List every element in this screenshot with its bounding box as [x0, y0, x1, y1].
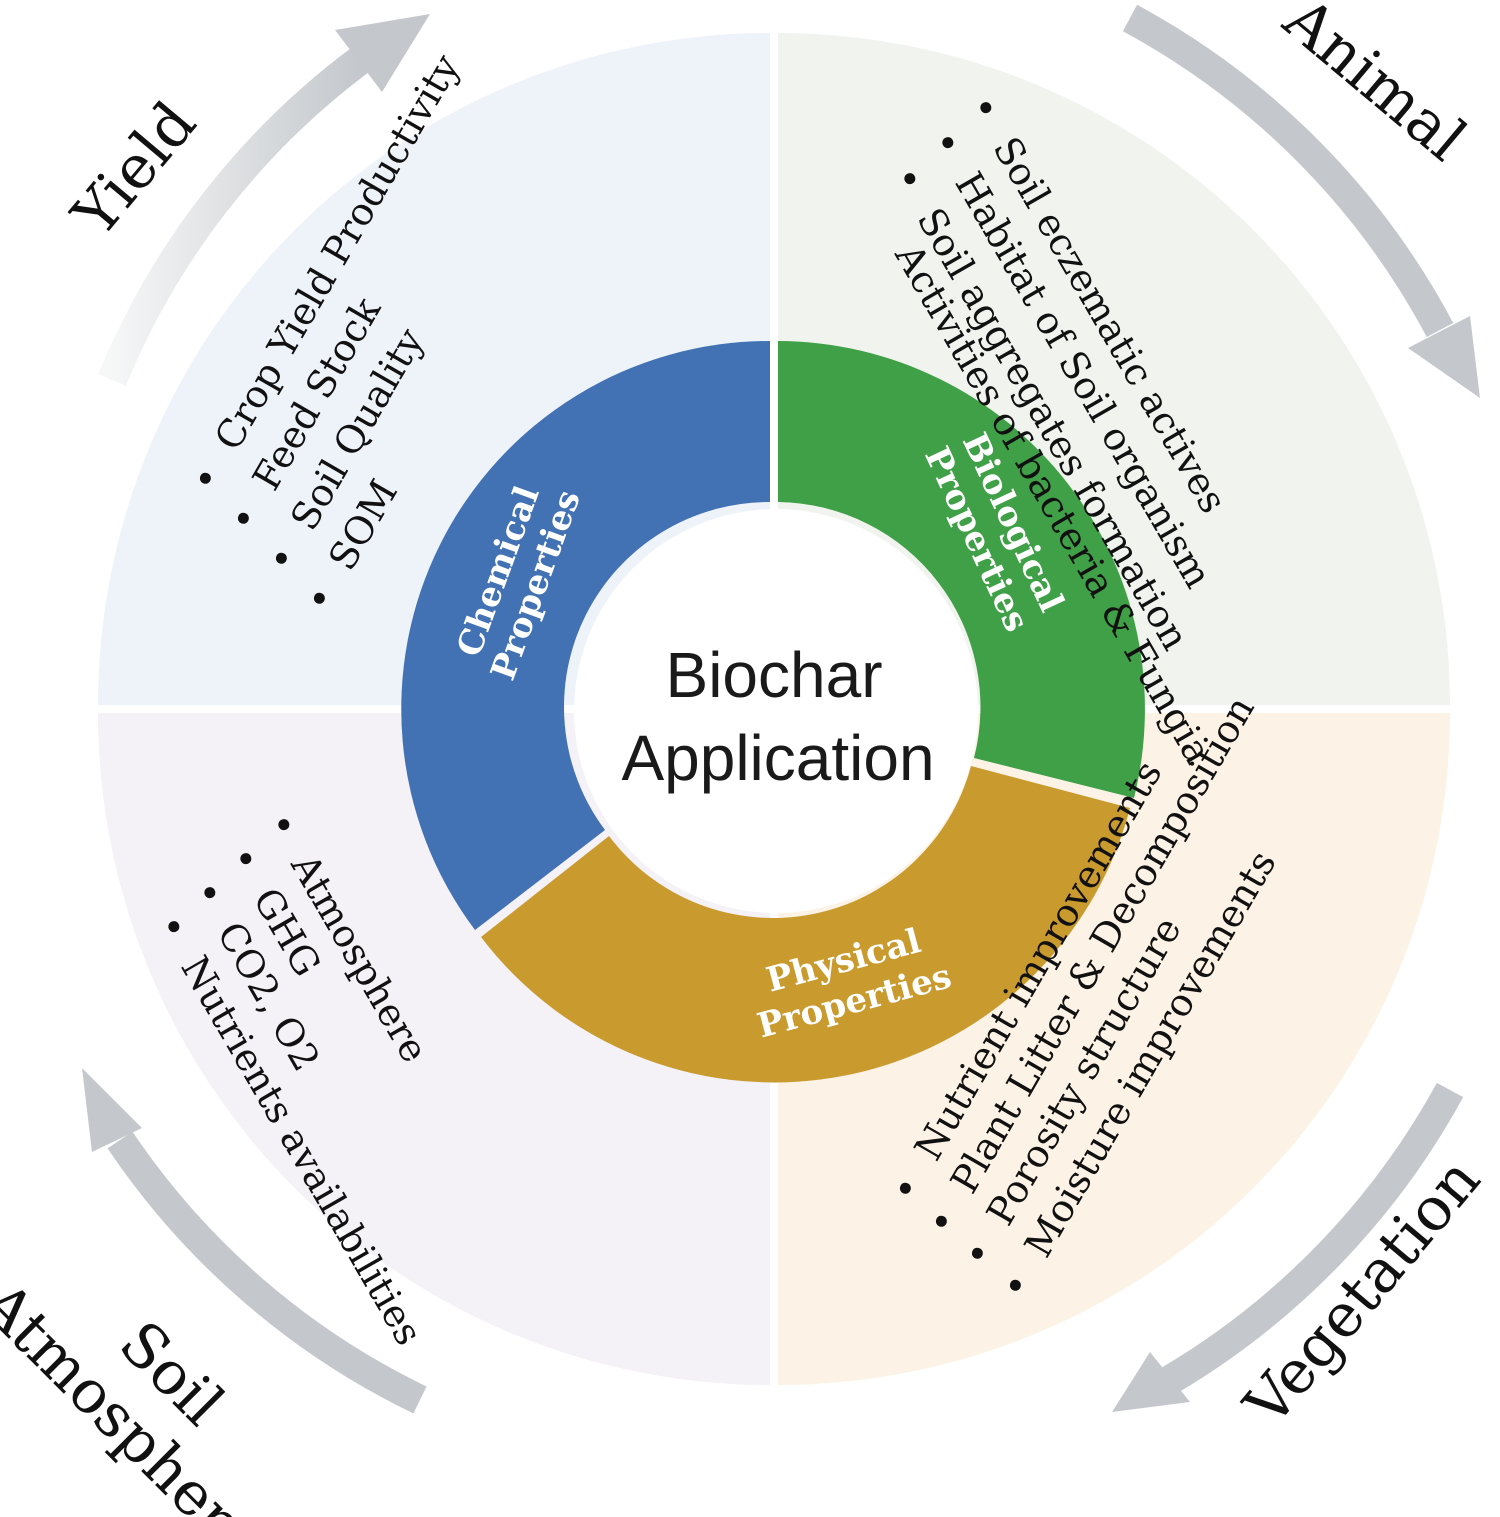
center-circle: [574, 509, 978, 913]
arrow-soil-shaft: [107, 1131, 427, 1414]
segment-physical: [481, 766, 1130, 1083]
center-title-line2: Application: [621, 722, 934, 794]
arrow-animal-head: [1408, 316, 1480, 398]
arrow-yield-head: [335, 14, 430, 92]
segment-chemical: [401, 340, 770, 930]
arrow-vegetation-head: [1112, 1352, 1190, 1412]
arrow-soil-head: [82, 1068, 142, 1152]
arrow-vegetation-shaft: [1162, 1082, 1464, 1393]
segment-biological: [778, 341, 1145, 798]
label-soil-atmosphere: Soil Atmosphere: [0, 1268, 276, 1517]
arrow-yield-shaft: [98, 47, 369, 386]
center-title-line1: Biochar: [666, 639, 883, 711]
label-atmosphere: Atmosphere: [0, 1268, 276, 1517]
arrow-animal-shaft: [1122, 4, 1454, 338]
